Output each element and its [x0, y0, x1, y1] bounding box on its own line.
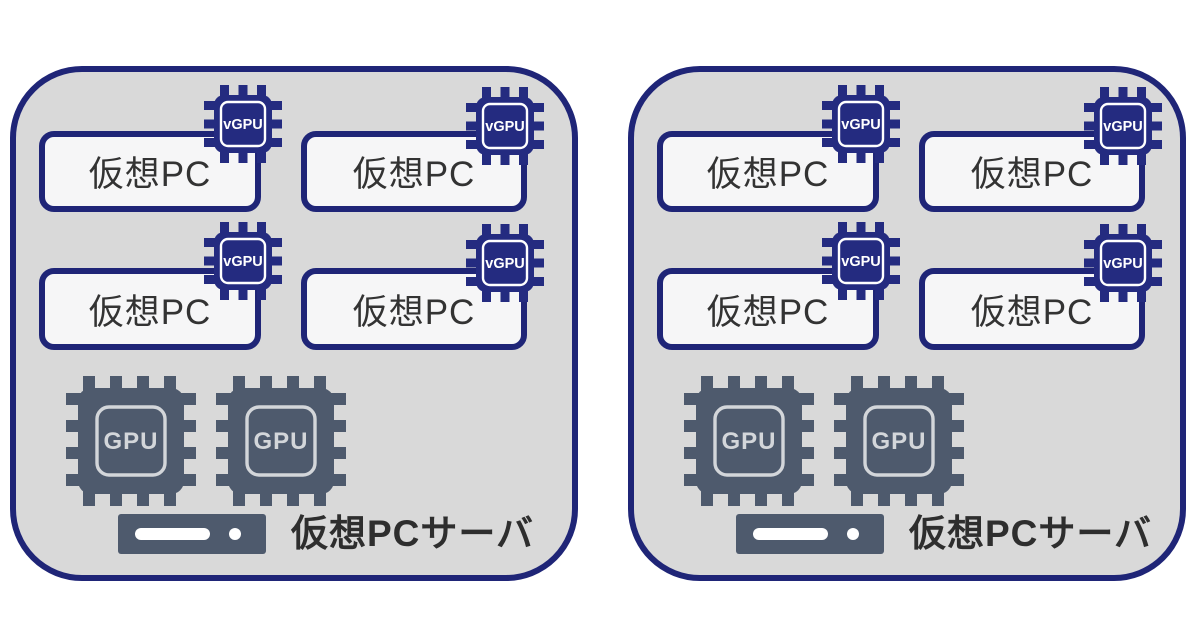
vm-label: 仮想PC [88, 292, 212, 332]
gpu-chip-label: GPU [103, 428, 158, 455]
gpu-chip-icon: GPU [684, 376, 814, 506]
vgpu-chip-icon: vGPU [1084, 87, 1162, 165]
rack-server-icon [118, 514, 266, 554]
vm-box: 仮想PC [301, 131, 527, 212]
rack-server-icon [736, 514, 884, 554]
vm-label: 仮想PC [970, 155, 1094, 194]
vm-box: 仮想PC [919, 131, 1145, 212]
gpu-chip-icon: GPU [216, 376, 346, 506]
vm-box: 仮想PC [39, 268, 261, 350]
vm-label: 仮想PC [352, 155, 476, 194]
vm-label: 仮想PC [706, 292, 830, 332]
vgpu-chip-icon: vGPU [204, 85, 282, 163]
vm-label: 仮想PC [88, 155, 212, 194]
vgpu-chip-label: vGPU [223, 117, 263, 133]
gpu-chip-icon: GPU [66, 376, 196, 506]
vgpu-chip-label: vGPU [485, 119, 525, 135]
vgpu-chip-label: vGPU [223, 254, 263, 270]
vgpu-chip-label: vGPU [841, 117, 881, 133]
gpu-chip-icon: GPU [834, 376, 964, 506]
vgpu-chip-label: vGPU [1103, 119, 1143, 135]
vm-label: 仮想PC [706, 155, 830, 194]
vm-label: 仮想PC [352, 292, 476, 332]
gpu-chip-label: GPU [871, 428, 926, 455]
vgpu-chip-icon: vGPU [822, 85, 900, 163]
vgpu-chip-label: vGPU [485, 256, 525, 272]
vgpu-chip-icon: vGPU [466, 224, 544, 302]
server-label: 仮想PCサーバ [291, 513, 535, 554]
gpu-chip-label: GPU [721, 428, 776, 455]
server-panel: 仮想PC 仮想PC 仮想PC 仮想PC vGPU [628, 66, 1186, 581]
vgpu-chip-icon: vGPU [1084, 224, 1162, 302]
vgpu-chip-icon: vGPU [466, 87, 544, 165]
vgpu-chip-label: vGPU [1103, 256, 1143, 272]
vm-box: 仮想PC [657, 268, 879, 350]
vgpu-chip-icon: vGPU [822, 222, 900, 300]
server-label: 仮想PCサーバ [909, 513, 1153, 554]
gpu-chip-label: GPU [253, 428, 308, 455]
vm-label: 仮想PC [970, 292, 1094, 332]
vgpu-chip-icon: vGPU [204, 222, 282, 300]
vgpu-chip-label: vGPU [841, 254, 881, 270]
server-panel: 仮想PC 仮想PC 仮想PC 仮想PC vGPU [10, 66, 578, 581]
vm-box: 仮想PC [657, 131, 879, 212]
